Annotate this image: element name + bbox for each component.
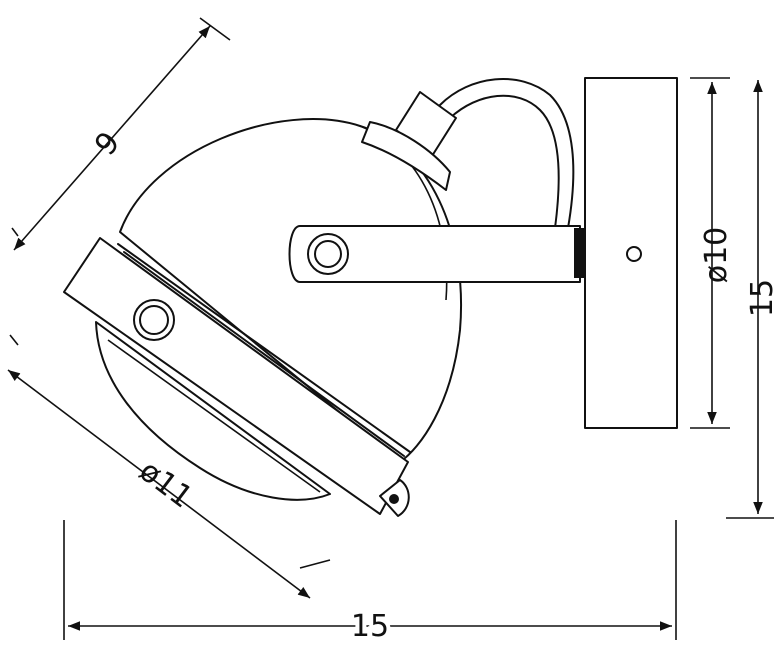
- power-cable: [439, 78, 575, 229]
- tilt-adjust-knob-cap: [389, 494, 399, 504]
- dimension-depth-label: 9: [88, 125, 127, 162]
- dimension-height: [726, 80, 774, 519]
- dimension-plate-diameter: [690, 77, 730, 429]
- arm-joint-knob: [574, 228, 586, 278]
- dimension-shade-diameter: [7, 334, 331, 599]
- plate-screw: [626, 246, 642, 262]
- lamp-illustration: [63, 77, 678, 517]
- dimension-plate-diameter-label: ø10: [699, 227, 734, 284]
- dimension-height-label: 15: [745, 279, 780, 317]
- dimension-depth: [11, 17, 231, 251]
- arm-pivot-bolt: [314, 240, 342, 268]
- ring-side-screw-head: [139, 305, 169, 335]
- dimension-width: [63, 520, 677, 640]
- dome-top-collar: [361, 121, 451, 191]
- dimension-width-label: 15: [351, 609, 389, 644]
- front-ring-groove: [117, 243, 411, 453]
- power-cable-inner: [449, 94, 560, 229]
- mounting-arm: [288, 225, 581, 283]
- front-ring-groove-2: [123, 251, 405, 457]
